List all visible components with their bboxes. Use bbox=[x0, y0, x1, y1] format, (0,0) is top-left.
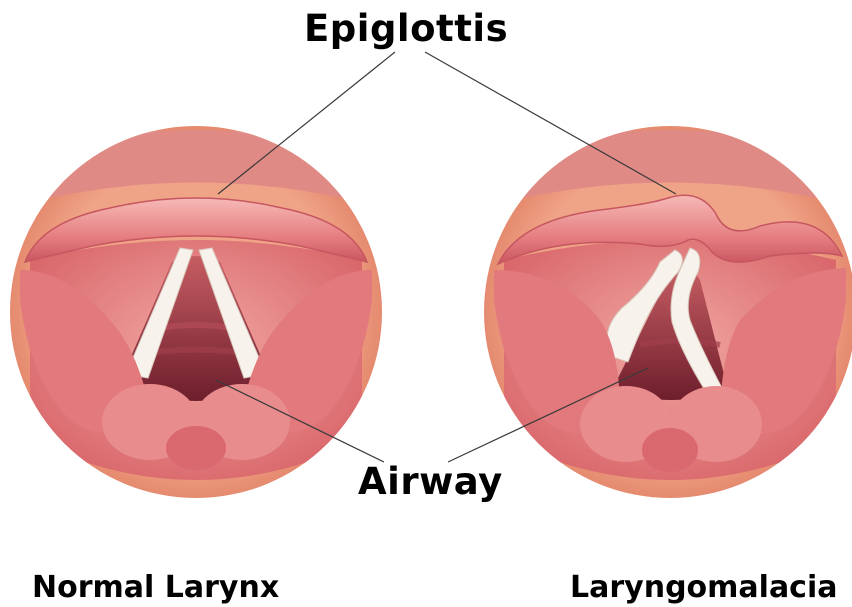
normal-larynx-caption: Normal Larynx bbox=[32, 573, 279, 603]
airway-label: Airway bbox=[358, 463, 503, 500]
laryngomalacia-caption: Laryngomalacia bbox=[570, 573, 838, 603]
laryngomalacia-illustration bbox=[484, 126, 852, 498]
normal-larynx-illustration bbox=[10, 126, 382, 498]
epiglottis-label: Epiglottis bbox=[304, 10, 508, 47]
